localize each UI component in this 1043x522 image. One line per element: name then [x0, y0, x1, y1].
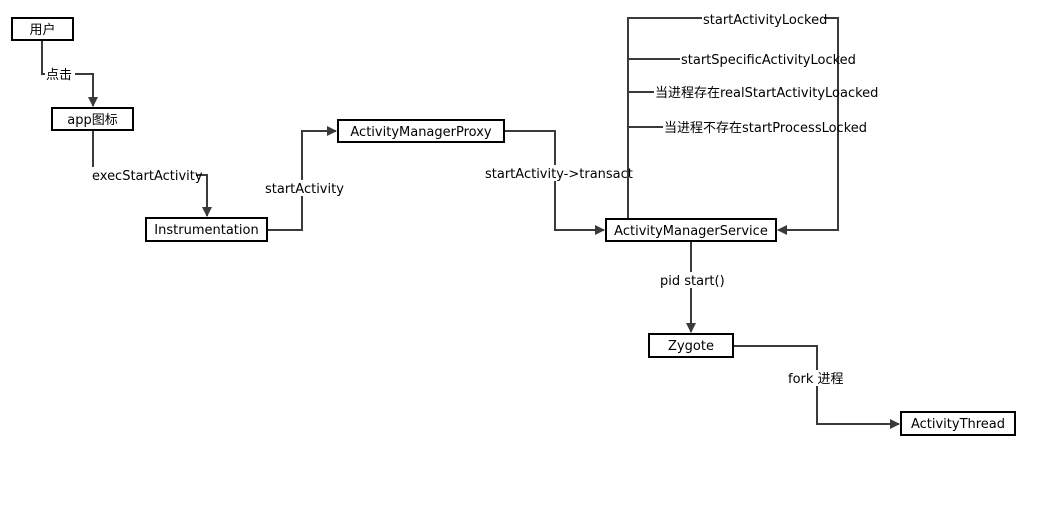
edge-label-fork: fork 进程	[787, 370, 847, 387]
loop-label-real-start-activity: 当进程存在realStartActivityLoacked	[655, 86, 878, 101]
loop-label-start-activity-locked: startActivityLocked	[702, 11, 827, 28]
loop-label-start-specific-activity-locked: startSpecificActivityLocked	[681, 53, 856, 68]
svg-text:ActivityManagerService: ActivityManagerService	[614, 224, 768, 239]
node-activity-thread: ActivityThread	[900, 411, 1016, 436]
svg-text:app图标: app图标	[67, 113, 117, 128]
node-zygote: Zygote	[648, 333, 734, 358]
edge-label-pid-start: pid start()	[659, 272, 725, 289]
loop-label-start-process-locked: 当进程不存在startProcessLocked	[664, 121, 867, 136]
edge-service-loop	[627, 17, 839, 235]
svg-text:Instrumentation: Instrumentation	[154, 223, 258, 238]
svg-text:用户: 用户	[29, 22, 55, 38]
edge-label-click: 点击	[45, 66, 75, 83]
svg-text:startActivityLocked: startActivityLocked	[703, 13, 827, 28]
edge-label-transact: startActivity->transact	[484, 165, 633, 182]
svg-text:execStartActivity: execStartActivity	[92, 169, 203, 184]
node-activity-manager-service: ActivityManagerService	[605, 218, 777, 242]
svg-text:ActivityThread: ActivityThread	[911, 417, 1005, 432]
edge-label-exec-start-activity: execStartActivity	[90, 167, 203, 184]
svg-text:fork 进程: fork 进程	[788, 372, 844, 387]
svg-text:startActivity: startActivity	[265, 182, 344, 197]
node-activity-manager-proxy: ActivityManagerProxy	[337, 119, 505, 143]
node-instrumentation: Instrumentation	[145, 217, 268, 242]
svg-text:ActivityManagerProxy: ActivityManagerProxy	[350, 125, 492, 140]
svg-text:startActivity->transact: startActivity->transact	[485, 167, 633, 182]
node-app-icon: app图标	[51, 107, 134, 131]
svg-text:pid start(): pid start()	[660, 274, 725, 289]
edge-label-start-activity: startActivity	[264, 180, 344, 197]
svg-text:Zygote: Zygote	[668, 339, 714, 354]
svg-text:点击: 点击	[46, 68, 72, 83]
node-user: 用户	[11, 17, 74, 41]
